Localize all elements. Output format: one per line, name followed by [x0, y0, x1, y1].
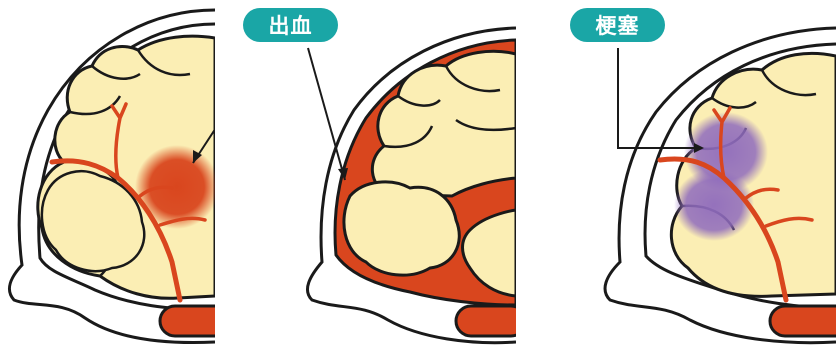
- ventricle-2: [456, 306, 526, 336]
- panel-hemorrhage-2: [307, 28, 526, 343]
- brain-lower-2: [344, 182, 459, 275]
- panel-infarction: [605, 28, 836, 343]
- label-infarction: 梗塞: [570, 8, 665, 42]
- pointer-arrow-2: [308, 48, 345, 180]
- hemorrhage-spot: [135, 145, 219, 229]
- label-hemorrhage: 出血: [243, 8, 338, 42]
- panel-hemorrhage: [9, 10, 272, 343]
- infarct-lower: [674, 169, 754, 241]
- ventricle: [160, 306, 230, 336]
- brain-tissue-2: [372, 51, 516, 196]
- ventricle-3: [770, 306, 836, 336]
